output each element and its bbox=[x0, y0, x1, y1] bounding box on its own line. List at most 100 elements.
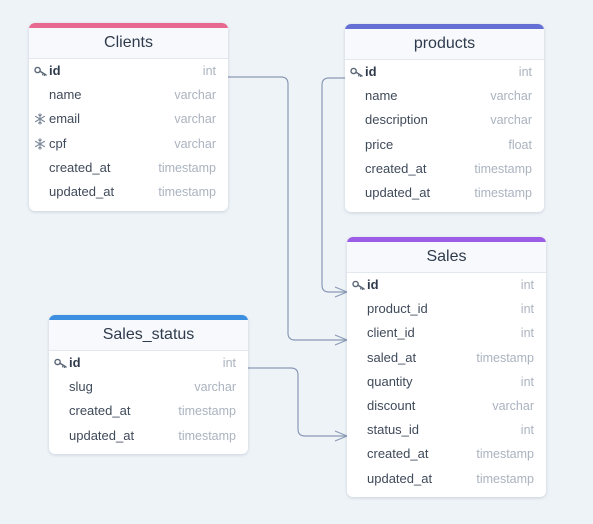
field-type: varchar bbox=[194, 380, 236, 395]
field-type: varchar bbox=[174, 136, 216, 151]
field-row-quantity[interactable]: quantity int bbox=[347, 370, 546, 394]
key-icon bbox=[349, 60, 363, 84]
field-row-cpf[interactable]: cpf varchar bbox=[29, 132, 228, 156]
field-type: timestamp bbox=[476, 350, 534, 365]
field-row-client-id[interactable]: client_id int bbox=[347, 321, 546, 345]
field-row-id[interactable]: id int bbox=[29, 59, 228, 83]
field-name: product_id bbox=[367, 301, 428, 317]
field-type: int bbox=[520, 374, 534, 389]
field-row-created-at[interactable]: created_at timestamp bbox=[347, 442, 546, 466]
table-products[interactable]: products id int name varchar description varc… bbox=[345, 24, 544, 212]
table-sales-status-color-bar bbox=[49, 315, 248, 320]
field-type: timestamp bbox=[474, 185, 532, 200]
key-icon bbox=[53, 351, 67, 375]
field-name: created_at bbox=[365, 160, 427, 176]
field-type: timestamp bbox=[158, 184, 216, 199]
field-name: quantity bbox=[367, 373, 413, 389]
field-type: int bbox=[518, 65, 532, 79]
field-type: int bbox=[520, 423, 534, 438]
field-type: varchar bbox=[492, 398, 534, 413]
field-name: created_at bbox=[69, 403, 131, 419]
field-type: timestamp bbox=[158, 160, 216, 175]
field-name: created_at bbox=[367, 446, 429, 462]
table-clients-color-bar bbox=[29, 23, 228, 28]
field-type: timestamp bbox=[178, 404, 236, 419]
crowfoot-sales-status-id bbox=[334, 430, 348, 442]
field-name: client_id bbox=[367, 325, 415, 341]
field-type: timestamp bbox=[178, 428, 236, 443]
field-name: id bbox=[49, 63, 61, 78]
table-sales-title[interactable]: Sales bbox=[347, 242, 546, 273]
field-name: id bbox=[367, 277, 379, 292]
field-type: timestamp bbox=[474, 161, 532, 176]
field-name: created_at bbox=[49, 159, 111, 175]
field-name: id bbox=[69, 355, 81, 370]
table-sales-status-title[interactable]: Sales_status bbox=[49, 320, 248, 351]
field-type: int bbox=[520, 326, 534, 341]
field-type: timestamp bbox=[476, 447, 534, 462]
field-type: varchar bbox=[174, 88, 216, 103]
field-name: email bbox=[49, 111, 81, 127]
field-name: name bbox=[365, 88, 398, 104]
field-row-status-id[interactable]: status_id int bbox=[347, 418, 546, 442]
key-icon bbox=[351, 273, 365, 297]
field-name: id bbox=[365, 64, 377, 79]
field-type: varchar bbox=[174, 112, 216, 127]
field-type: varchar bbox=[490, 113, 532, 128]
field-row-saled-at[interactable]: saled_at timestamp bbox=[347, 346, 546, 370]
field-type: float bbox=[508, 137, 532, 152]
field-name: updated_at bbox=[365, 184, 431, 200]
field-type: int bbox=[202, 64, 216, 78]
field-row-discount[interactable]: discount varchar bbox=[347, 394, 546, 418]
field-row-updated-at[interactable]: updated_at timestamp bbox=[49, 424, 248, 448]
field-row-product-id[interactable]: product_id int bbox=[347, 297, 546, 321]
field-row-id[interactable]: id int bbox=[49, 351, 248, 375]
link-status-sales bbox=[248, 367, 347, 437]
key-icon bbox=[33, 59, 47, 83]
table-sales-color-bar bbox=[347, 237, 546, 242]
field-name: cpf bbox=[49, 135, 67, 151]
field-row-created-at[interactable]: created_at timestamp bbox=[29, 156, 228, 180]
field-row-updated-at[interactable]: updated_at timestamp bbox=[345, 181, 544, 205]
snowflake-icon bbox=[33, 132, 47, 156]
field-name: saled_at bbox=[367, 349, 417, 365]
crowfoot-sales-id bbox=[334, 286, 348, 298]
field-name: slug bbox=[69, 379, 93, 395]
field-name: status_id bbox=[367, 422, 420, 438]
link-products-sales bbox=[321, 77, 347, 293]
field-name: discount bbox=[367, 397, 416, 413]
field-row-description[interactable]: description varchar bbox=[345, 108, 544, 132]
table-products-color-bar bbox=[345, 24, 544, 29]
link-clients-sales bbox=[228, 76, 347, 341]
field-type: int bbox=[520, 302, 534, 317]
field-name: updated_at bbox=[367, 470, 433, 486]
field-row-email[interactable]: email varchar bbox=[29, 107, 228, 131]
field-type: int bbox=[222, 356, 236, 370]
field-row-id[interactable]: id int bbox=[347, 273, 546, 297]
table-clients-title[interactable]: Clients bbox=[29, 28, 228, 59]
field-row-updated-at[interactable]: updated_at timestamp bbox=[347, 467, 546, 491]
field-name: updated_at bbox=[69, 427, 135, 443]
table-products-title[interactable]: products bbox=[345, 29, 544, 60]
field-row-slug[interactable]: slug varchar bbox=[49, 375, 248, 399]
field-type: varchar bbox=[490, 89, 532, 104]
field-row-id[interactable]: id int bbox=[345, 60, 544, 84]
snowflake-icon bbox=[33, 107, 47, 131]
field-name: description bbox=[365, 112, 428, 128]
field-row-created-at[interactable]: created_at timestamp bbox=[345, 157, 544, 181]
field-row-created-at[interactable]: created_at timestamp bbox=[49, 399, 248, 423]
field-row-name[interactable]: name varchar bbox=[345, 84, 544, 108]
field-type: int bbox=[520, 278, 534, 292]
field-type: timestamp bbox=[476, 471, 534, 486]
